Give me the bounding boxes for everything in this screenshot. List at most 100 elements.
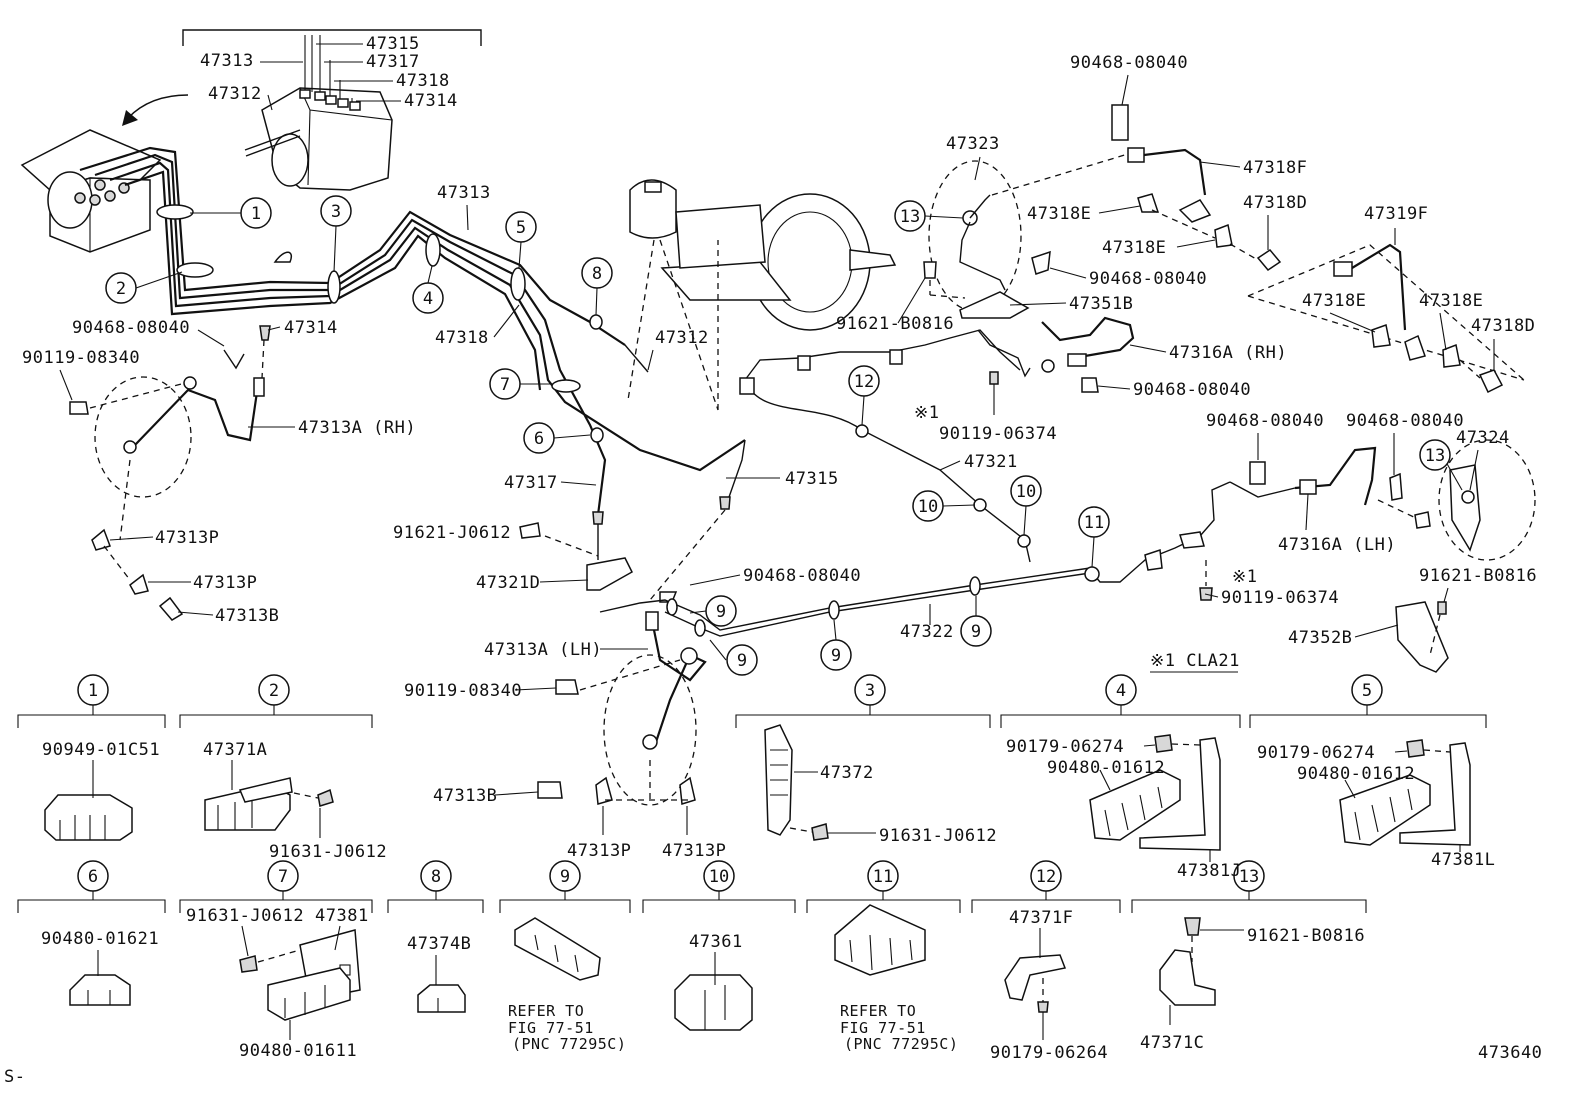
- callout-1: 1: [240, 197, 272, 229]
- panel-6-number: 6: [77, 860, 109, 892]
- part-label: 90468-08040: [743, 566, 861, 586]
- part-label: 47324: [1456, 428, 1510, 448]
- panel-5-number-text: 5: [1362, 681, 1372, 701]
- part-label: 47322: [900, 622, 954, 642]
- part-label: 90468-08040: [1089, 269, 1207, 289]
- callout-9-text: 9: [716, 602, 726, 622]
- part-label: 47318E: [1419, 291, 1483, 311]
- callout-5: 5: [505, 211, 537, 243]
- callout-3-text: 3: [331, 202, 341, 222]
- callout-11-text: 11: [1084, 513, 1104, 533]
- callout-9-text: 9: [971, 622, 981, 642]
- footnote: ※1 CLA21: [1150, 651, 1240, 671]
- rear-rh-hose-bracket: [923, 104, 1282, 415]
- callout-1-text: 1: [251, 204, 261, 224]
- callout-9: 9: [726, 644, 758, 676]
- part-label: 47321D: [476, 573, 540, 593]
- part-label: 90119-08340: [404, 681, 522, 701]
- part-label-layer: 4731347315473174731847314473124731347318…: [22, 34, 1537, 861]
- panel-9-number: 9: [549, 860, 581, 892]
- panel-4-part-label: 90480-01612: [1047, 758, 1165, 778]
- part-label: 47318F: [1243, 158, 1307, 178]
- panel-10-number: 10: [703, 860, 735, 892]
- part-label: 47318D: [1243, 193, 1307, 213]
- panel-11-part-label: REFER TO: [840, 1002, 916, 1020]
- panel-4-part-label: 47381J: [1177, 861, 1241, 881]
- part-label: 90119-08340: [22, 348, 140, 368]
- panel-1-number: 1: [77, 674, 109, 706]
- part-label: 90468-08040: [1206, 411, 1324, 431]
- detail-part-sketches: [44, 724, 1471, 1040]
- panel-9-part-label: FIG 77-51: [508, 1019, 594, 1037]
- abs-unit-assembly: [20, 129, 162, 253]
- panel-11-number: 11: [867, 860, 899, 892]
- panel-12-part-label: 47371F: [1009, 908, 1073, 928]
- panel-6-number-text: 6: [88, 867, 98, 887]
- part-label: 91621-J0612: [393, 523, 511, 543]
- part-label: 47321: [964, 452, 1018, 472]
- pipe-clamps: [156, 204, 604, 443]
- rear-hose-47319F: [1247, 243, 1525, 394]
- part-label: 47323: [946, 134, 1000, 154]
- part-label: 90119-06374: [1221, 588, 1339, 608]
- part-label: 47314: [284, 318, 338, 338]
- callout-10-text: 10: [1016, 482, 1036, 502]
- panel-3-number: 3: [854, 674, 886, 706]
- callout-9: 9: [960, 615, 992, 647]
- callout-2: 2: [105, 272, 137, 304]
- panel-2-part-label: 47371A: [203, 740, 267, 760]
- panel-2-number-text: 2: [269, 681, 279, 701]
- panel-5-part-label: 90480-01612: [1297, 764, 1415, 784]
- part-label: 47315: [366, 34, 420, 54]
- direction-arrow: [122, 94, 189, 126]
- callout-13: 13: [894, 200, 926, 232]
- panel-1-part-label: 90949-01C51: [42, 740, 160, 760]
- part-label: ※1: [1232, 567, 1257, 587]
- part-label: 47313A (RH): [298, 418, 416, 438]
- callout-10: 10: [1010, 475, 1042, 507]
- callout-7-text: 7: [500, 375, 510, 395]
- part-label: 47314: [404, 91, 458, 111]
- part-label: 47319F: [1364, 204, 1428, 224]
- panel-5-number: 5: [1351, 674, 1383, 706]
- callout-13-text: 13: [900, 207, 920, 227]
- part-label: ※1: [914, 403, 939, 423]
- panel-12-number-text: 12: [1036, 867, 1056, 887]
- panel-12-part-label: 90179-06264: [990, 1043, 1108, 1063]
- front-rh-flex-hose: [69, 325, 271, 621]
- part-label: 90119-06374: [939, 424, 1057, 444]
- callout-13-text: 13: [1425, 446, 1445, 466]
- part-label: 47316A (RH): [1169, 343, 1287, 363]
- panel-9-number-text: 9: [560, 867, 570, 887]
- callout-6: 6: [523, 422, 555, 454]
- panel-11-part-label: FIG 77-51: [840, 1019, 926, 1037]
- callout-8: 8: [581, 257, 613, 289]
- callout-2-text: 2: [116, 279, 126, 299]
- panel-4-part-label: 90179-06274: [1006, 737, 1124, 757]
- callout-4-text: 4: [423, 289, 433, 309]
- part-label: 90468-08040: [1346, 411, 1464, 431]
- panel-13-part-label: 47371C: [1140, 1033, 1204, 1053]
- callout-5-text: 5: [516, 218, 526, 238]
- part-label: 47313A (LH): [484, 640, 602, 660]
- part-label: 47312: [208, 84, 262, 104]
- panel-9-part-label: REFER TO: [508, 1002, 584, 1020]
- panel-1-number-text: 1: [88, 681, 98, 701]
- panel-7-part-label: 90480-01611: [239, 1041, 357, 1061]
- callout-8-text: 8: [592, 264, 602, 284]
- callout-13: 13: [1419, 439, 1451, 471]
- top-bracket-line: [182, 29, 482, 46]
- master-cylinder-booster: [627, 179, 897, 411]
- part-label: 47318D: [1471, 316, 1535, 336]
- panel-13-part-label: 91621-B0816: [1247, 926, 1365, 946]
- part-label: 90468-08040: [1070, 53, 1188, 73]
- front-lh-flex-hose: [519, 496, 731, 806]
- leader-lines: [59, 43, 1495, 835]
- part-label: 47318: [396, 71, 450, 91]
- diagram-code: 473640: [1478, 1043, 1542, 1063]
- callout-7: 7: [489, 368, 521, 400]
- panel-7-part-label: 47381: [315, 906, 369, 926]
